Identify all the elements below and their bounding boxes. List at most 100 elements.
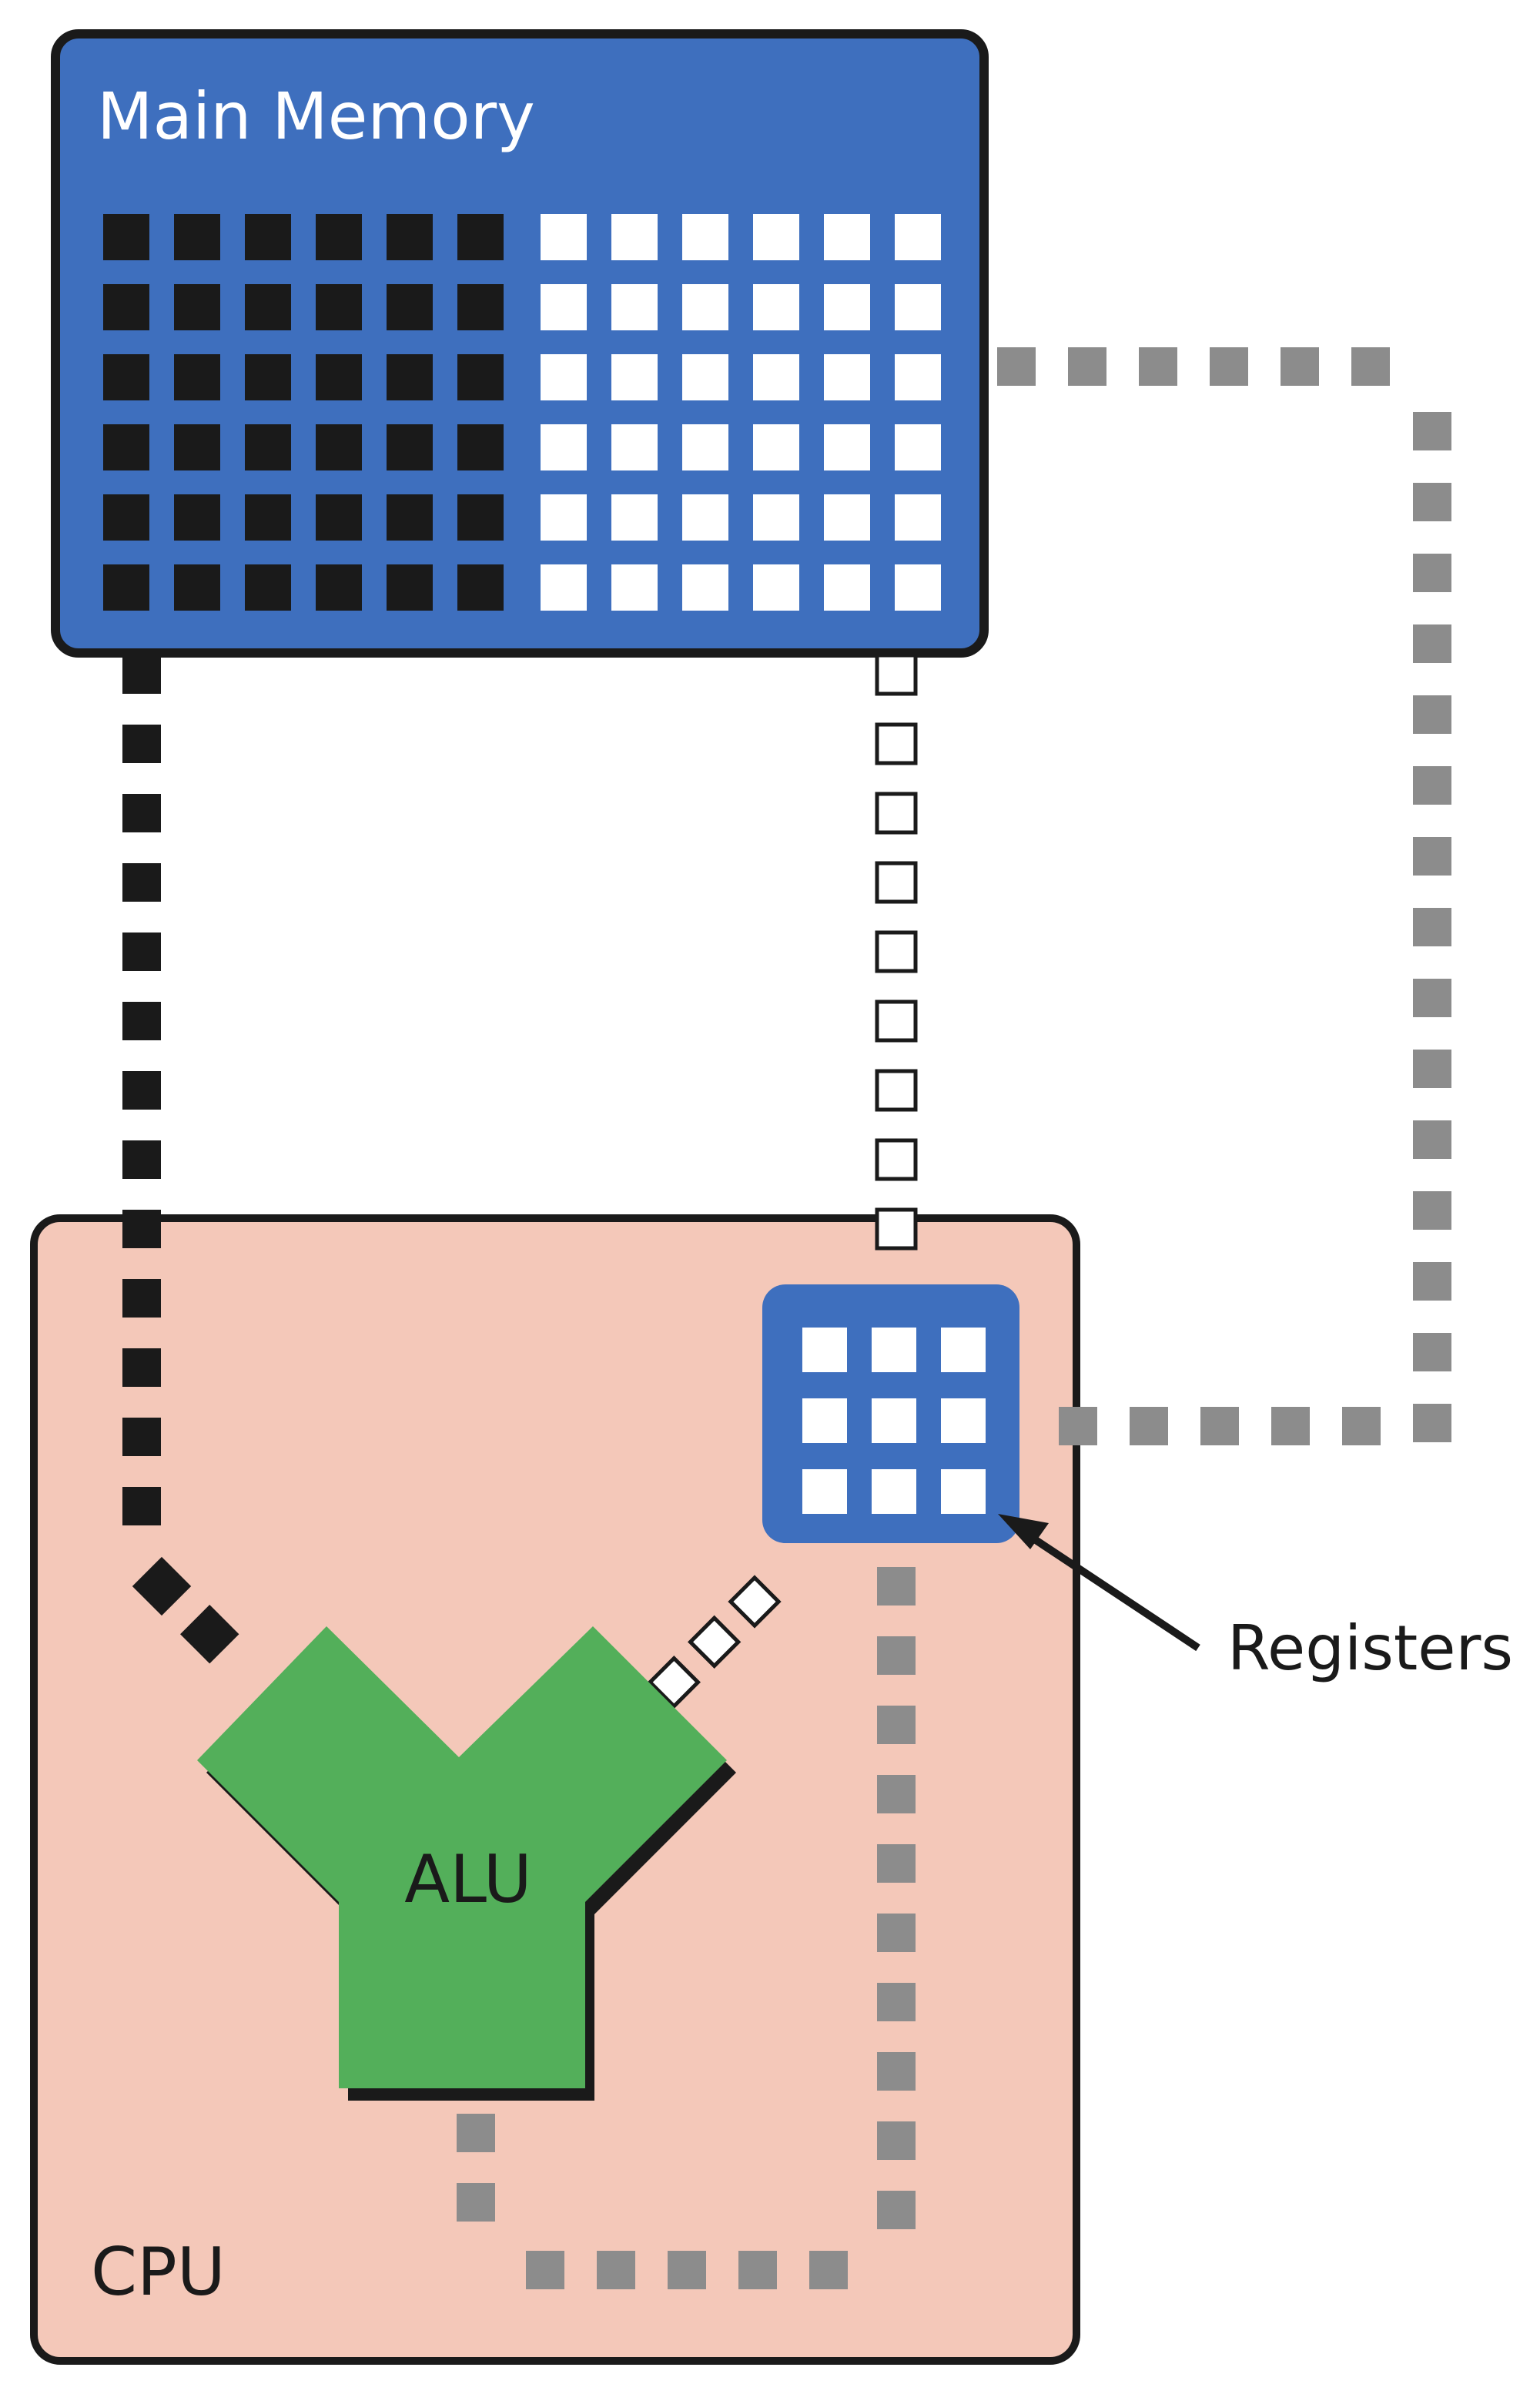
registers <box>762 1284 1019 1543</box>
memory-cell-white <box>753 494 799 541</box>
memory-cell-black <box>103 284 149 330</box>
path-segment-gray <box>1342 1407 1381 1445</box>
path-segment-gray <box>1413 554 1451 592</box>
memory-cell-black <box>174 284 220 330</box>
memory-cell-white <box>611 354 658 400</box>
alu-shape <box>197 1626 727 2088</box>
memory-cell-black <box>245 284 291 330</box>
path-segment-black <box>122 725 161 763</box>
memory-cell-black <box>387 424 433 470</box>
memory-cell-white <box>824 564 870 611</box>
path-segment-black <box>122 655 161 694</box>
path-segment-black <box>122 1140 161 1179</box>
path-segment-gray <box>1210 347 1248 386</box>
path-segment-gray <box>526 2251 564 2289</box>
path-segment-gray <box>457 2114 495 2152</box>
memory-cell-white <box>895 424 941 470</box>
path-segment-black <box>122 1487 161 1525</box>
memory-cell-black <box>245 564 291 611</box>
memory-cell-white <box>824 214 870 260</box>
path-segment-gray <box>877 2191 916 2229</box>
path-segment-gray <box>668 2251 706 2289</box>
path-segment-gray <box>877 1636 916 1675</box>
memory-cell-black <box>457 494 504 541</box>
memory-cell-white <box>753 284 799 330</box>
memory-cell-black <box>387 354 433 400</box>
memory-cell-black <box>316 494 362 541</box>
main-memory-label: Main Memory <box>97 79 535 154</box>
memory-cell-black <box>387 214 433 260</box>
path-segment-gray <box>1413 1050 1451 1088</box>
register-cell <box>802 1328 847 1372</box>
memory-cell-black <box>316 284 362 330</box>
path-segment-gray <box>877 1775 916 1813</box>
path-segment-white <box>875 999 918 1043</box>
path-segment-gray <box>809 2251 848 2289</box>
memory-cell-black <box>245 214 291 260</box>
memory-cell-white <box>895 564 941 611</box>
path-segment-gray <box>877 1567 916 1606</box>
path-segment-gray <box>1139 347 1177 386</box>
memory-cell-black <box>457 564 504 611</box>
registers-label: Registers <box>1227 1612 1513 1684</box>
memory-cell-white <box>682 564 728 611</box>
memory-cell-white <box>682 494 728 541</box>
path-segment-gray <box>1068 347 1106 386</box>
memory-cell-white <box>541 424 587 470</box>
path-segment-black <box>122 1348 161 1387</box>
memory-cell-black <box>387 564 433 611</box>
path-segment-gray <box>1413 1333 1451 1371</box>
memory-cell-grid <box>103 214 941 611</box>
memory-cell-white <box>824 494 870 541</box>
path-segment-white <box>875 722 918 765</box>
data-paths <box>122 347 1451 2289</box>
path-segment-white <box>647 1656 701 1709</box>
memory-cell-white <box>895 284 941 330</box>
path-segment-gray <box>1413 412 1451 450</box>
memory-cell-white <box>895 494 941 541</box>
path-segment-gray <box>877 2121 916 2160</box>
path-segment-black <box>122 1210 161 1248</box>
memory-cell-white <box>753 354 799 400</box>
path-segment-white <box>875 1207 918 1251</box>
path-segment-gray <box>738 2251 777 2289</box>
memory-cell-black <box>245 494 291 541</box>
memory-cell-white <box>541 494 587 541</box>
memory-cell-white <box>611 424 658 470</box>
registers-callout: Registers <box>998 1514 1513 1684</box>
main-memory: Main Memory <box>51 29 989 658</box>
path-segment-gray <box>1413 695 1451 734</box>
alu-label: ALU <box>404 1841 531 1918</box>
memory-cell-black <box>174 494 220 541</box>
memory-cell-black <box>174 424 220 470</box>
path-segment-gray <box>1130 1407 1168 1445</box>
memory-cell-black <box>316 214 362 260</box>
path-segment-gray <box>1413 766 1451 805</box>
path-segment-gray <box>1413 1191 1451 1230</box>
memory-cell-black <box>457 284 504 330</box>
path-segment-white <box>875 861 918 904</box>
memory-cell-black <box>245 424 291 470</box>
path-segment-gray <box>1413 908 1451 946</box>
memory-cell-white <box>541 214 587 260</box>
memory-cell-black <box>174 214 220 260</box>
memory-cell-black <box>103 564 149 611</box>
memory-cell-black <box>387 494 433 541</box>
path-segment-black <box>122 1279 161 1318</box>
memory-cell-white <box>611 494 658 541</box>
register-cell-grid <box>802 1328 986 1514</box>
register-cell <box>872 1398 916 1443</box>
memory-cell-white <box>611 214 658 260</box>
path-segment-gray <box>1413 837 1451 876</box>
memory-cell-white <box>682 284 728 330</box>
path-segment-gray <box>597 2251 635 2289</box>
path-segment-gray <box>1200 1407 1239 1445</box>
path-segment-black <box>122 1071 161 1110</box>
path-segment-gray <box>1413 624 1451 663</box>
memory-cell-white <box>895 354 941 400</box>
memory-cell-white <box>682 354 728 400</box>
memory-cell-white <box>824 354 870 400</box>
path-segment-gray <box>1059 1407 1097 1445</box>
memory-cell-black <box>103 214 149 260</box>
